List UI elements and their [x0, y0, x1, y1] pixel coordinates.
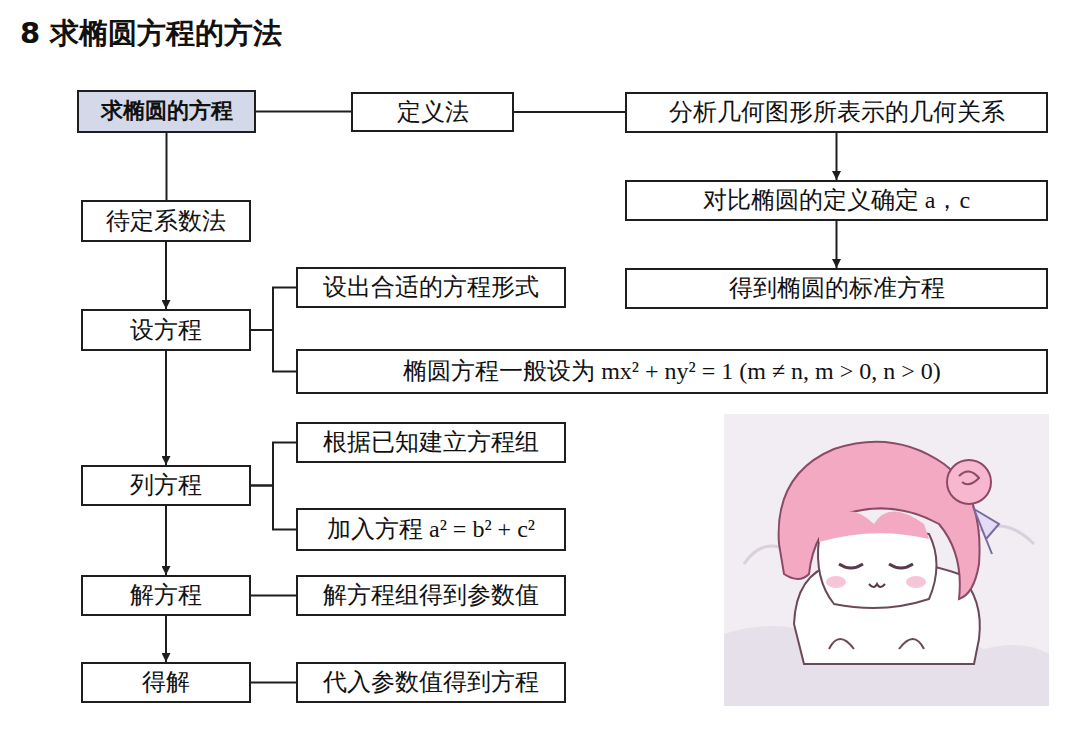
connector: [166, 133, 168, 200]
step-box: 分析几何图形所表示的几何关系: [625, 92, 1048, 133]
step-box: 加入方程 a² = b² + c²: [296, 508, 566, 551]
step-box: 定义法: [351, 92, 514, 132]
connector: [251, 682, 296, 684]
connector: [251, 443, 296, 486]
box-label: 对比椭圆的定义确定 a，c: [703, 186, 970, 215]
connector: [836, 221, 838, 268]
connector: [256, 111, 351, 113]
step-box: 解方程组得到参数值: [296, 575, 566, 616]
connector: [165, 351, 167, 465]
box-label: 得到椭圆的标准方程: [729, 274, 945, 303]
box-label: 列方程: [130, 471, 202, 500]
page-title: 8 求椭圆方程的方法: [20, 14, 282, 54]
connector: [251, 330, 296, 372]
step-box: 代入参数值得到方程: [296, 662, 566, 703]
step-box: 根据已知建立方程组: [296, 422, 566, 463]
box-label: 加入方程 a² = b² + c²: [327, 515, 535, 544]
step-box: 设方程: [81, 309, 251, 351]
box-label: 求椭圆的方程: [101, 98, 233, 124]
box-label: 定义法: [397, 98, 469, 127]
step-box: 得解: [81, 662, 251, 703]
step-box: 设出合适的方程形式: [296, 267, 566, 308]
step-box: 得到椭圆的标准方程: [625, 268, 1048, 309]
box-label: 代入参数值得到方程: [323, 668, 539, 697]
box-label: 根据已知建立方程组: [323, 428, 539, 457]
connector: [836, 133, 838, 180]
box-label: 解方程组得到参数值: [323, 581, 539, 610]
box-label: 解方程: [130, 581, 202, 610]
connector: [165, 242, 167, 309]
connector: [165, 506, 167, 575]
box-label: 得解: [142, 668, 190, 697]
box-label: 分析几何图形所表示的几何关系: [669, 98, 1005, 127]
sleeping-girl-illustration: [724, 414, 1049, 706]
connector: [165, 616, 167, 662]
box-label: 设出合适的方程形式: [323, 273, 539, 302]
connector: [514, 111, 625, 113]
box-label: 设方程: [130, 316, 202, 345]
box-label: 待定系数法: [106, 207, 226, 236]
box-label: 椭圆方程一般设为 mx² + ny² = 1 (m ≠ n, m > 0, n …: [403, 357, 941, 386]
step-box: 解方程: [81, 575, 251, 616]
connector: [251, 486, 296, 530]
connector: [251, 288, 296, 331]
step-box: 椭圆方程一般设为 mx² + ny² = 1 (m ≠ n, m > 0, n …: [296, 349, 1048, 394]
step-box: 对比椭圆的定义确定 a，c: [625, 180, 1048, 221]
root-box: 求椭圆的方程: [77, 90, 256, 133]
step-box: 列方程: [81, 465, 251, 506]
connector: [251, 595, 296, 597]
step-box: 待定系数法: [81, 200, 251, 242]
